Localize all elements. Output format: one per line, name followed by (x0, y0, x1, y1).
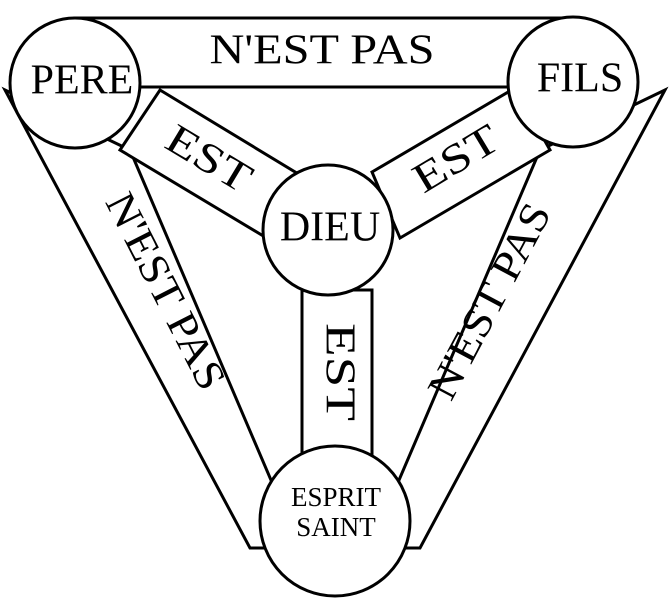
node-pere: PERE (8, 16, 142, 150)
node-pere-circle (8, 16, 142, 150)
label-dieu-esprit: EST (316, 323, 362, 421)
node-esprit-label-line2: SAINT (296, 512, 376, 542)
node-dieu-label: DIEU (280, 205, 380, 251)
node-esprit-circle (258, 444, 412, 598)
node-fils-circle (506, 15, 640, 149)
node-fils: FILS (506, 15, 640, 149)
node-dieu-circle (261, 163, 395, 297)
node-fils-label: FILS (537, 56, 623, 102)
node-dieu: DIEU (261, 163, 395, 297)
label-pere-fils: N'EST PAS (210, 28, 435, 74)
node-esprit-label-line1: ESPRIT (291, 482, 382, 512)
node-esprit-saint: ESPRIT SAINT (258, 444, 412, 598)
node-pere-label: PERE (31, 58, 134, 104)
